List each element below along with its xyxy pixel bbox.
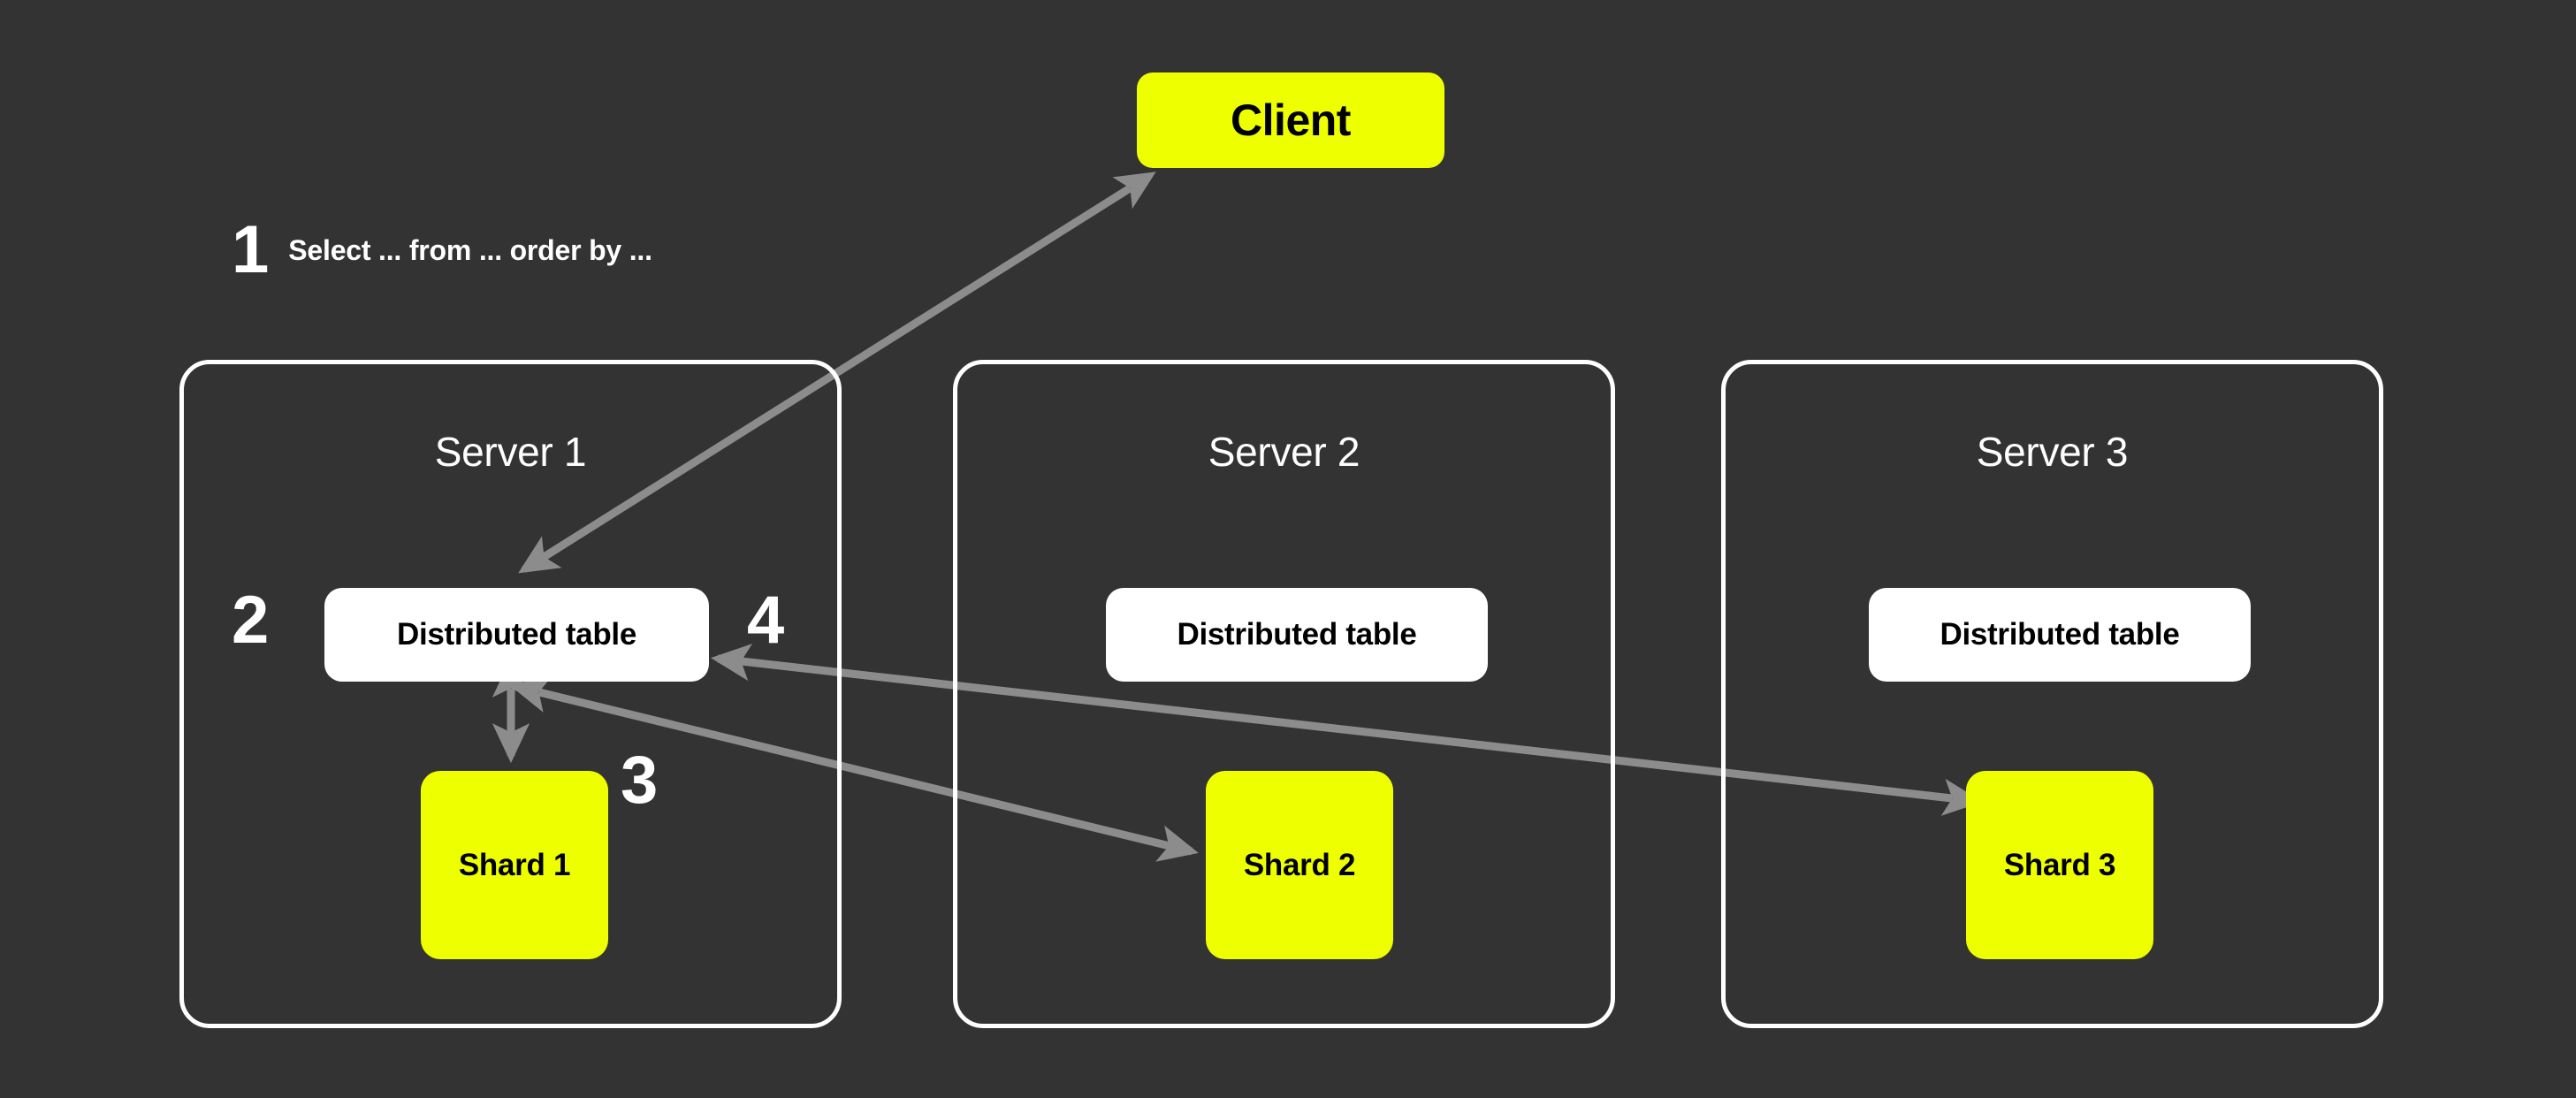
distributed-table-3[interactable]: Distributed table (1869, 588, 2251, 682)
shard-node-1[interactable]: Shard 1 (421, 771, 608, 959)
shard-node-2[interactable]: Shard 2 (1206, 771, 1393, 959)
shard-label-2: Shard 2 (1243, 847, 1356, 882)
client-node[interactable]: Client (1137, 72, 1444, 168)
step-3-number: 3 (621, 743, 659, 818)
distributed-table-label-1: Distributed table (396, 617, 637, 652)
distributed-table-label-3: Distributed table (1940, 617, 2180, 652)
shard-node-3[interactable]: Shard 3 (1966, 771, 2153, 959)
step-2-number: 2 (232, 583, 270, 658)
server-panel-2[interactable]: Server 2 Distributed table Shard 2 (953, 360, 1615, 1028)
step-1-number: 1 (232, 212, 270, 287)
client-label: Client (1231, 95, 1351, 145)
distributed-table-1[interactable]: Distributed table (324, 588, 709, 682)
server-title-2: Server 2 (1208, 429, 1360, 475)
step-1-caption: 1 Select ... from ... order by ... (232, 217, 652, 284)
shard-label-3: Shard 3 (2003, 847, 2116, 882)
distributed-table-label-2: Distributed table (1177, 617, 1417, 652)
server-panel-1[interactable]: Server 1 Distributed table Shard 1 (179, 360, 842, 1028)
step-1-query-text: Select ... from ... order by ... (288, 233, 652, 266)
server-panel-3[interactable]: Server 3 Distributed table Shard 3 (1721, 360, 2383, 1028)
server-title-1: Server 1 (434, 429, 587, 475)
step-4-number: 4 (747, 583, 785, 658)
server-title-3: Server 3 (1976, 429, 2129, 475)
distributed-table-2[interactable]: Distributed table (1106, 588, 1488, 682)
shard-label-1: Shard 1 (458, 847, 571, 882)
